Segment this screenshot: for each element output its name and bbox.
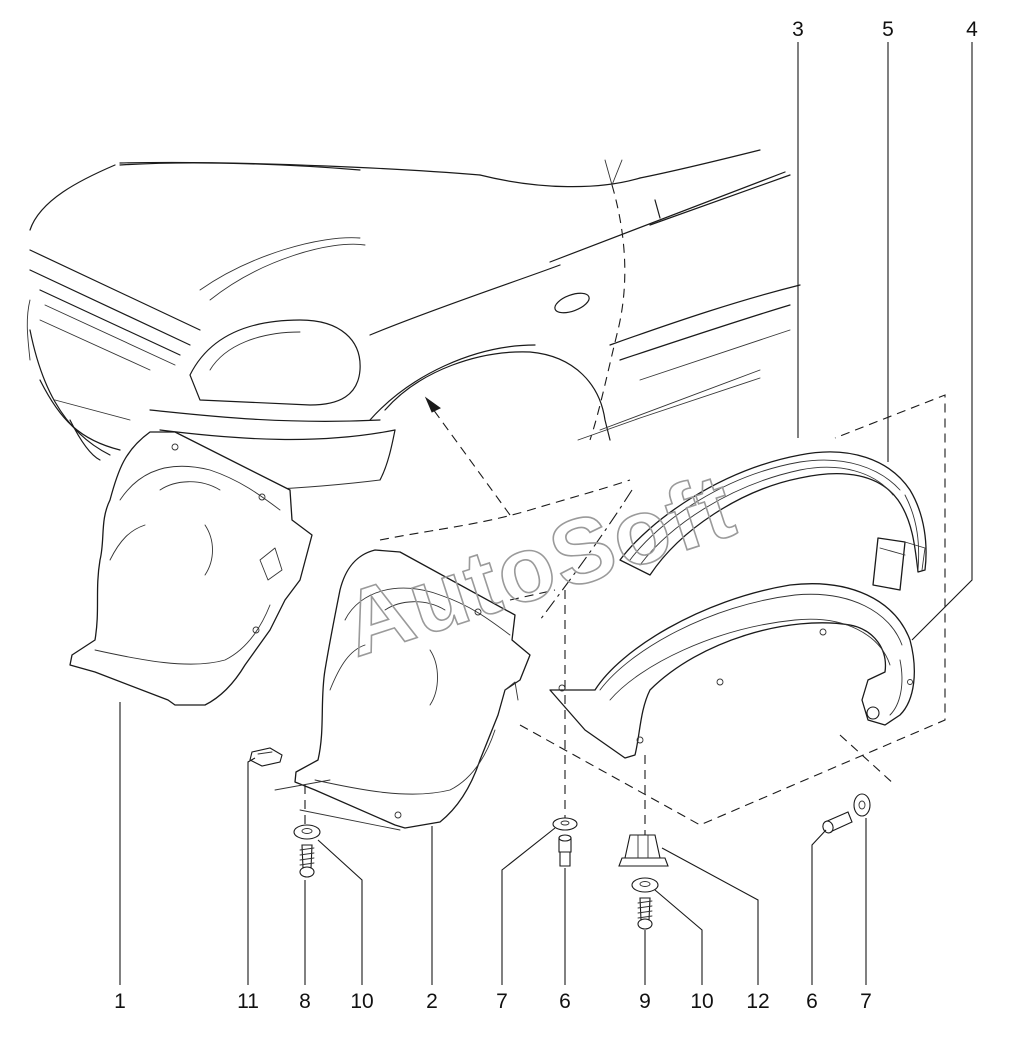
leader-lines [119, 42, 973, 985]
callout-3: 3 [792, 18, 804, 41]
washer-10-left [293, 824, 321, 840]
wheel-liner-right [294, 549, 531, 829]
callout-labels: 3 5 4 1 11 8 10 2 7 6 9 10 12 6 7 [114, 18, 978, 1013]
nut-clip-12 [618, 834, 669, 867]
callout-1: 1 [114, 990, 126, 1013]
washer-7-center [552, 817, 578, 831]
wheel-liner-left [69, 431, 313, 706]
bolt-6-center [558, 834, 572, 867]
callout-8: 8 [299, 990, 311, 1013]
car-body-outline [26, 149, 801, 491]
callout-10-right: 10 [690, 990, 713, 1013]
callout-4: 4 [966, 18, 978, 41]
callout-6-center: 6 [559, 990, 571, 1013]
callout-5: 5 [882, 18, 894, 41]
bolt-6-right [822, 811, 853, 834]
callout-12: 12 [746, 990, 769, 1013]
arch-trim-strip [619, 451, 927, 591]
screw-8 [299, 844, 315, 878]
clip-11 [249, 747, 283, 767]
callout-7-center: 7 [496, 990, 508, 1013]
dashed-arrow-icon [424, 396, 441, 413]
callout-11: 11 [237, 990, 259, 1013]
callout-7-right: 7 [860, 990, 872, 1013]
callout-10-left: 10 [350, 990, 373, 1013]
callout-6-right: 6 [806, 990, 818, 1013]
callout-9: 9 [639, 990, 651, 1013]
washer-7-right [853, 793, 871, 817]
washer-10-right [631, 877, 659, 893]
screw-9 [637, 897, 653, 930]
callout-2: 2 [426, 990, 438, 1013]
wheel-arch-flare [549, 583, 915, 759]
